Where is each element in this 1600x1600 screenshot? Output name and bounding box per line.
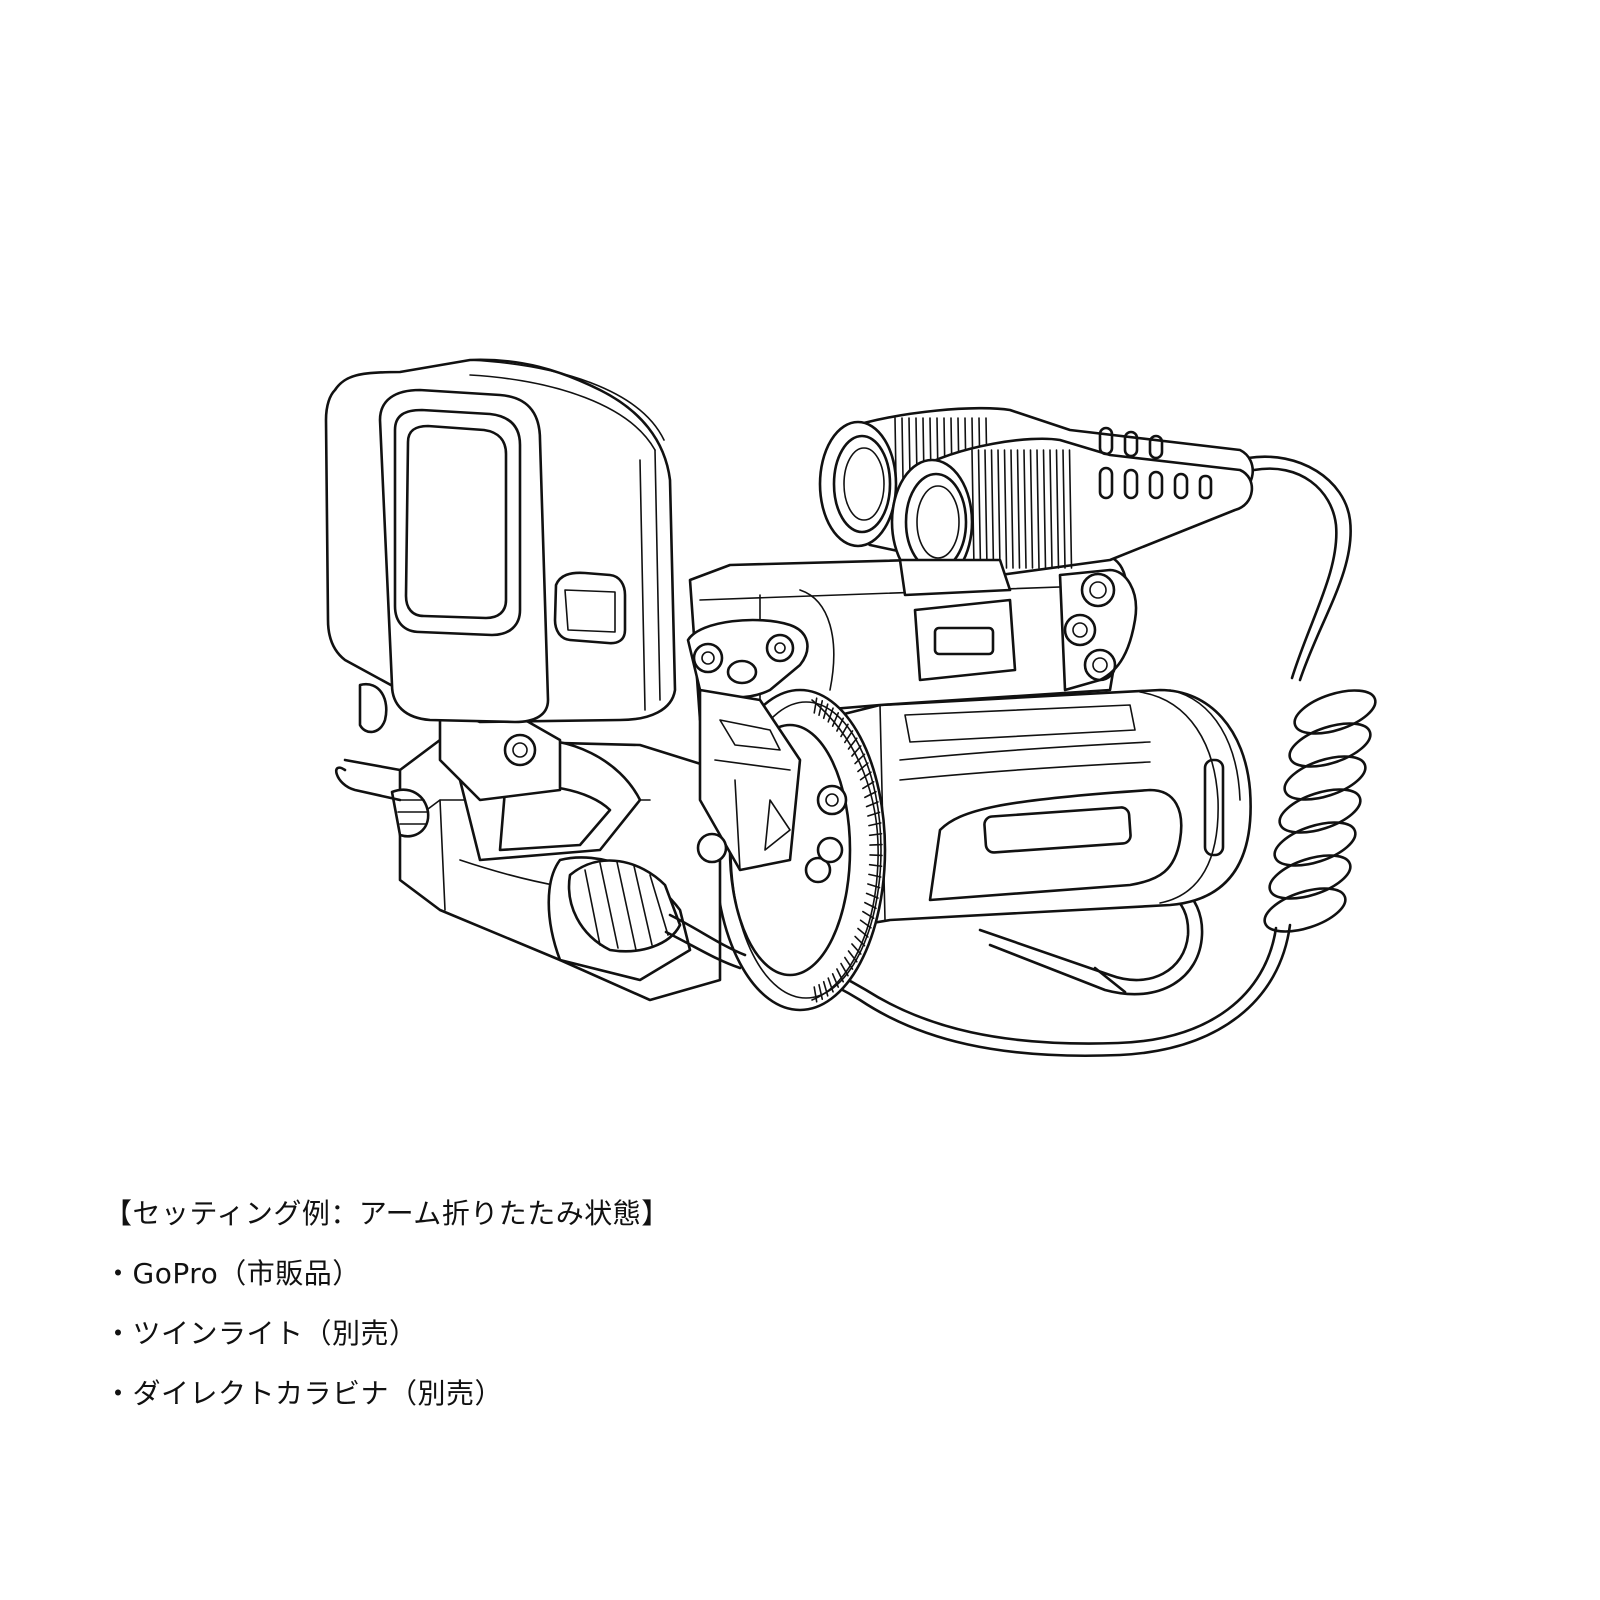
folding-arm bbox=[686, 618, 844, 872]
twin-light bbox=[818, 406, 1255, 597]
product-line-illustration bbox=[324, 358, 1377, 1058]
mount-body bbox=[688, 553, 1252, 932]
caption-item-twin-light: ・ツインライト（別売） bbox=[104, 1317, 418, 1350]
gopro-camera bbox=[324, 358, 677, 802]
caption-item-direct-carabiner: ・ダイレクトカラビナ（別売） bbox=[104, 1377, 504, 1410]
caption-item-gopro: ・GoPro（市販品） bbox=[104, 1257, 361, 1290]
caption-title: 【セッティング例：アーム折りたたみ状態】 bbox=[104, 1197, 670, 1230]
caption-block: 【セッティング例：アーム折りたたみ状態】 ・GoPro（市販品） ・ツインライト… bbox=[104, 1196, 670, 1436]
